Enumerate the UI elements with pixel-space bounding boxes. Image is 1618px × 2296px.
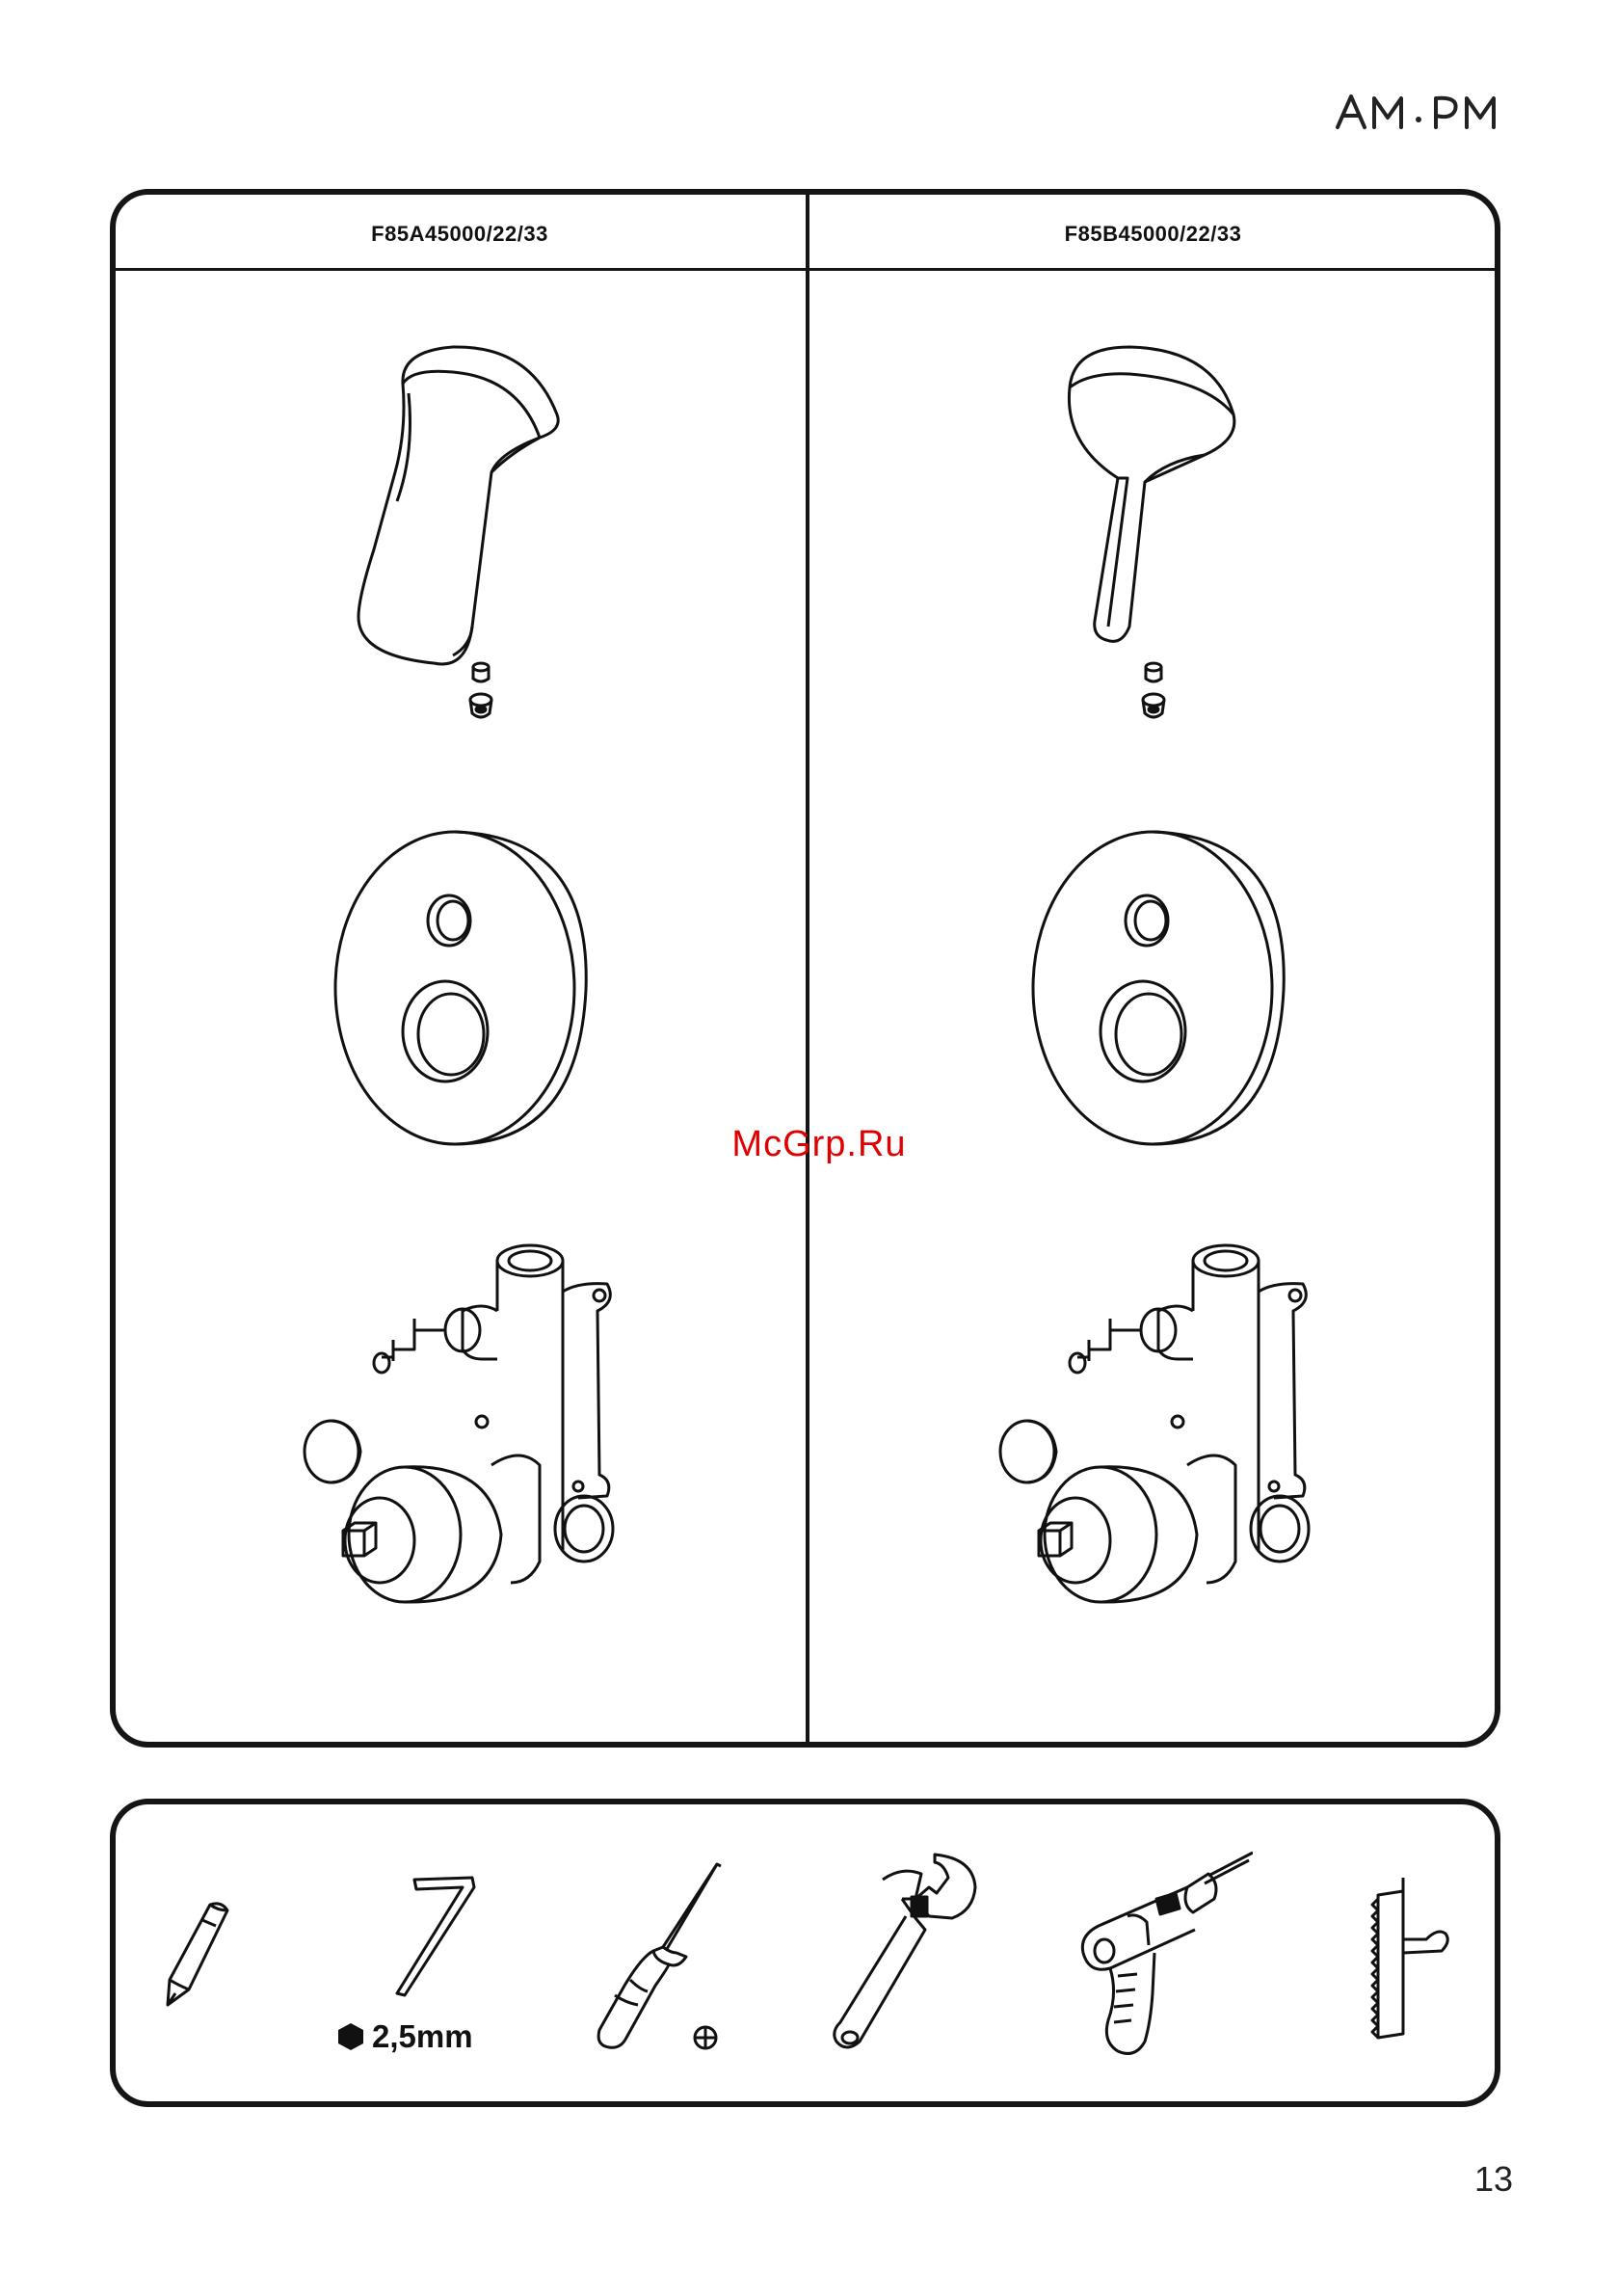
pencil-icon <box>160 1897 237 2013</box>
model-title-right: F85B45000/22/33 <box>809 220 1497 249</box>
tools-panel <box>110 1799 1500 2107</box>
hex-key-icon <box>385 1870 482 2005</box>
set-screw-b-drawing <box>1139 661 1168 725</box>
drill-icon <box>1079 1849 1253 2061</box>
brand-logo <box>1330 85 1523 143</box>
column-divider <box>806 189 809 1748</box>
notched-trowel-icon <box>1368 1872 1455 2045</box>
lever-handle-a-drawing <box>347 337 569 675</box>
valve-body-a-drawing <box>289 1234 636 1629</box>
hex-icon <box>337 2022 364 2051</box>
cover-plate-a-drawing <box>326 824 596 1152</box>
set-screw-a-drawing <box>466 661 495 725</box>
lever-handle-b-drawing <box>1050 337 1262 655</box>
watermark-text: McGrp.Ru <box>675 1124 964 1172</box>
adjustable-wrench-icon <box>829 1849 983 2061</box>
valve-body-b-drawing <box>985 1234 1332 1629</box>
screwdriver-icon <box>586 1860 730 2053</box>
cover-plate-b-drawing <box>1023 824 1293 1152</box>
model-title-left: F85A45000/22/33 <box>114 220 806 249</box>
hex-size-label: 2,5mm <box>337 2017 473 2056</box>
header-divider <box>110 268 1500 271</box>
page-number: 13 <box>1436 2159 1513 2198</box>
hex-size-text: 2,5mm <box>372 2018 473 2055</box>
